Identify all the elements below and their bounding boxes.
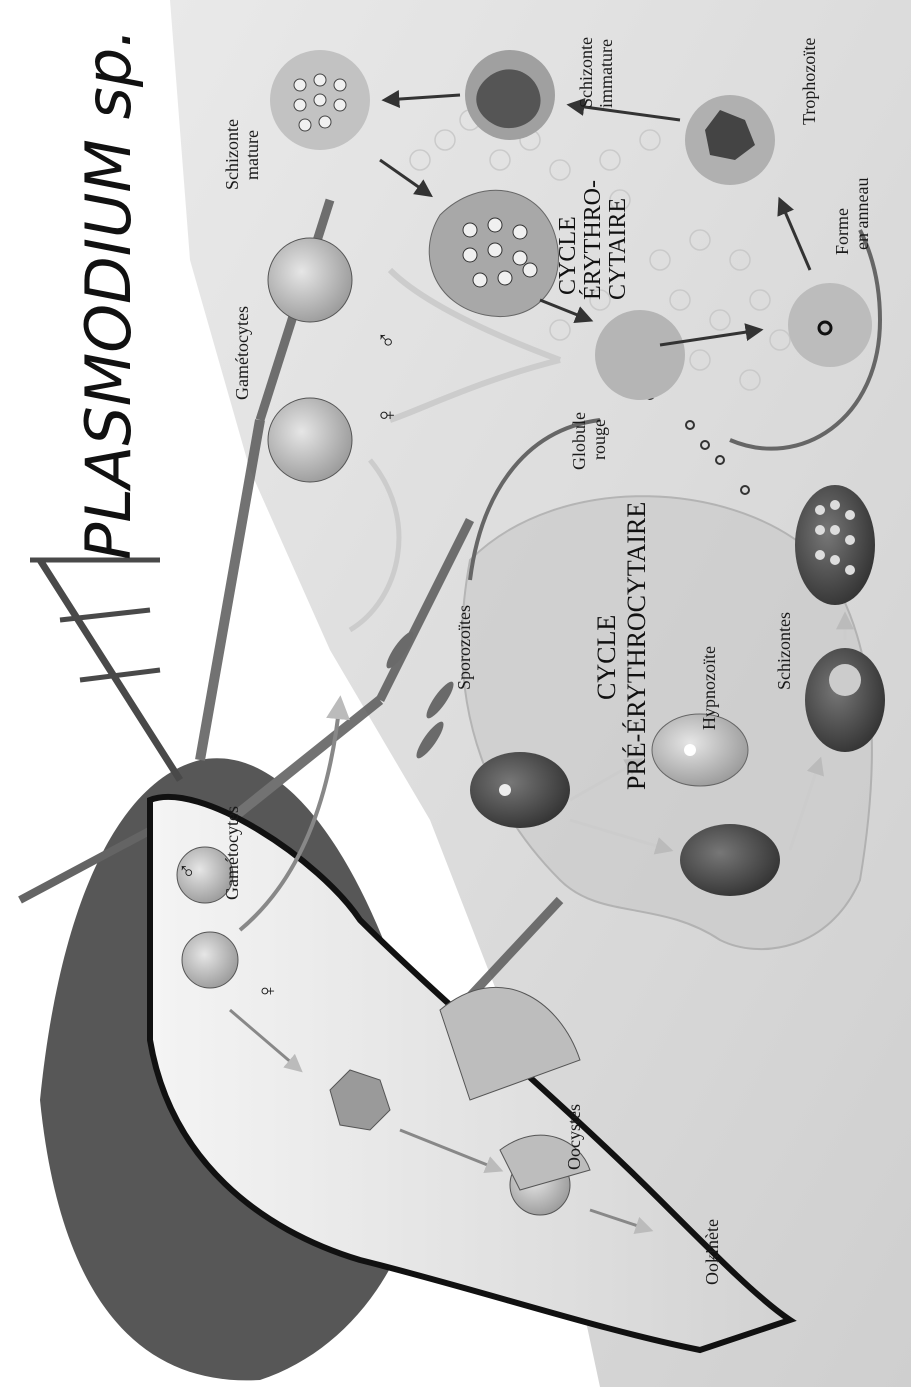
hepatocyte-schizont: [805, 648, 885, 752]
symbol-female-top: ♀: [372, 406, 401, 426]
label-globule-rouge-1: Globule: [569, 412, 589, 470]
label-ookinete: Ookinète: [702, 1219, 722, 1285]
label-hypnozoite: Hypnozoïte: [699, 646, 719, 730]
gametocyte-male-human: [268, 398, 352, 482]
gametocyte-male-mosquito: [182, 932, 238, 988]
symbol-male-mosquito: ♂: [175, 862, 201, 880]
label-cycle-ery-3: CYTAIRE: [605, 198, 631, 300]
symbol-female-mosquito: ♀: [255, 982, 281, 1000]
label-sporozoites: Sporozoïtes: [454, 605, 474, 690]
label-globule-rouge-2: rouge: [589, 419, 609, 460]
hepatocyte-developing: [680, 824, 780, 896]
label-schizonte-mature-2: mature: [242, 130, 262, 180]
label-oocystes: Oocystes: [564, 1104, 584, 1170]
label-cycle-pre-1: CYCLE: [592, 615, 621, 700]
label-cycle-pre-2: PRÉ-ÉRYTHROCYTAIRE: [622, 502, 651, 790]
title: PLASMODIUM sp.: [72, 28, 145, 560]
label-schizonte-immature-1: Schizonte: [576, 37, 596, 108]
label-schizonte-immature-2: immature: [596, 39, 616, 108]
label-gametocytes-mosquito: Gamétocytes: [222, 806, 242, 900]
red-blood-cell: [595, 310, 685, 400]
label-schizontes: Schizontes: [774, 612, 794, 690]
label-cycle-ery-2: ÉRYTHRO-: [580, 180, 606, 300]
label-trophozoite: Trophozoïte: [799, 38, 819, 125]
symbol-male-top: ♂: [372, 331, 401, 351]
label-schizonte-mature-1: Schizonte: [222, 119, 242, 190]
gametocyte-female-human: [268, 238, 352, 322]
hepatocyte-infected: [470, 752, 570, 828]
label-forme-anneau-2: en anneau: [852, 178, 872, 250]
label-gametocytes-top: Gamétocytes: [232, 306, 252, 400]
label-cycle-ery-1: CYCLE: [555, 216, 581, 295]
label-forme-anneau-1: Forme: [832, 208, 852, 255]
